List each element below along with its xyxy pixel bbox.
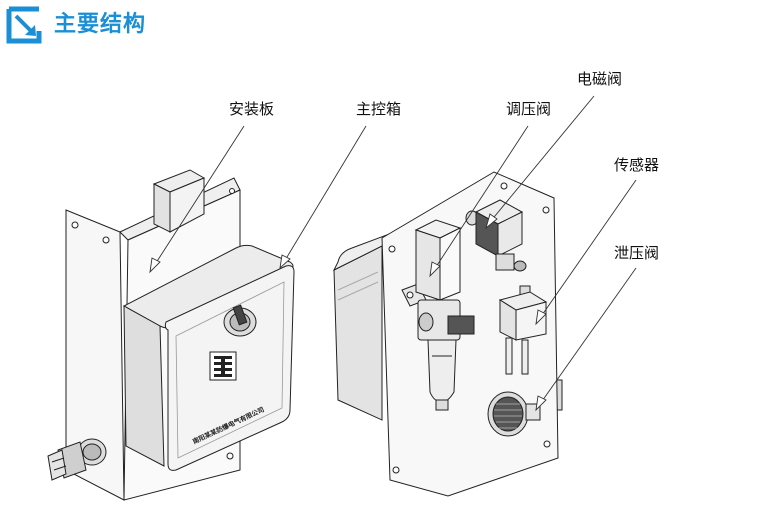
- leader-lines: [149, 95, 637, 412]
- solenoid-valve: [465, 199, 527, 272]
- section-header: 主要结构: [0, 0, 775, 50]
- label-solenoid-valve: 电磁阀: [577, 70, 623, 88]
- label-pressure-regulator: 调压阀: [506, 100, 552, 118]
- corner-arrow-logo-icon: [6, 6, 42, 44]
- relief-valve: [487, 391, 541, 437]
- page-title: 主要结构: [54, 12, 147, 37]
- structure-diagram: 南阳某某防爆电气有限公司: [47, 95, 637, 501]
- top-bracket: [152, 169, 206, 233]
- cable-gland: [47, 438, 107, 481]
- company-logo-icon: [209, 351, 237, 381]
- label-mounting-plate: 安装板: [229, 100, 275, 118]
- label-relief-valve: 泄压阀: [614, 244, 660, 262]
- label-main-control-box: 主控箱: [356, 100, 402, 118]
- main-control-box: [47, 244, 295, 481]
- label-sensor: 传感器: [614, 156, 660, 174]
- pressure-regulator: [401, 219, 475, 411]
- pressure-sensor: [498, 285, 548, 375]
